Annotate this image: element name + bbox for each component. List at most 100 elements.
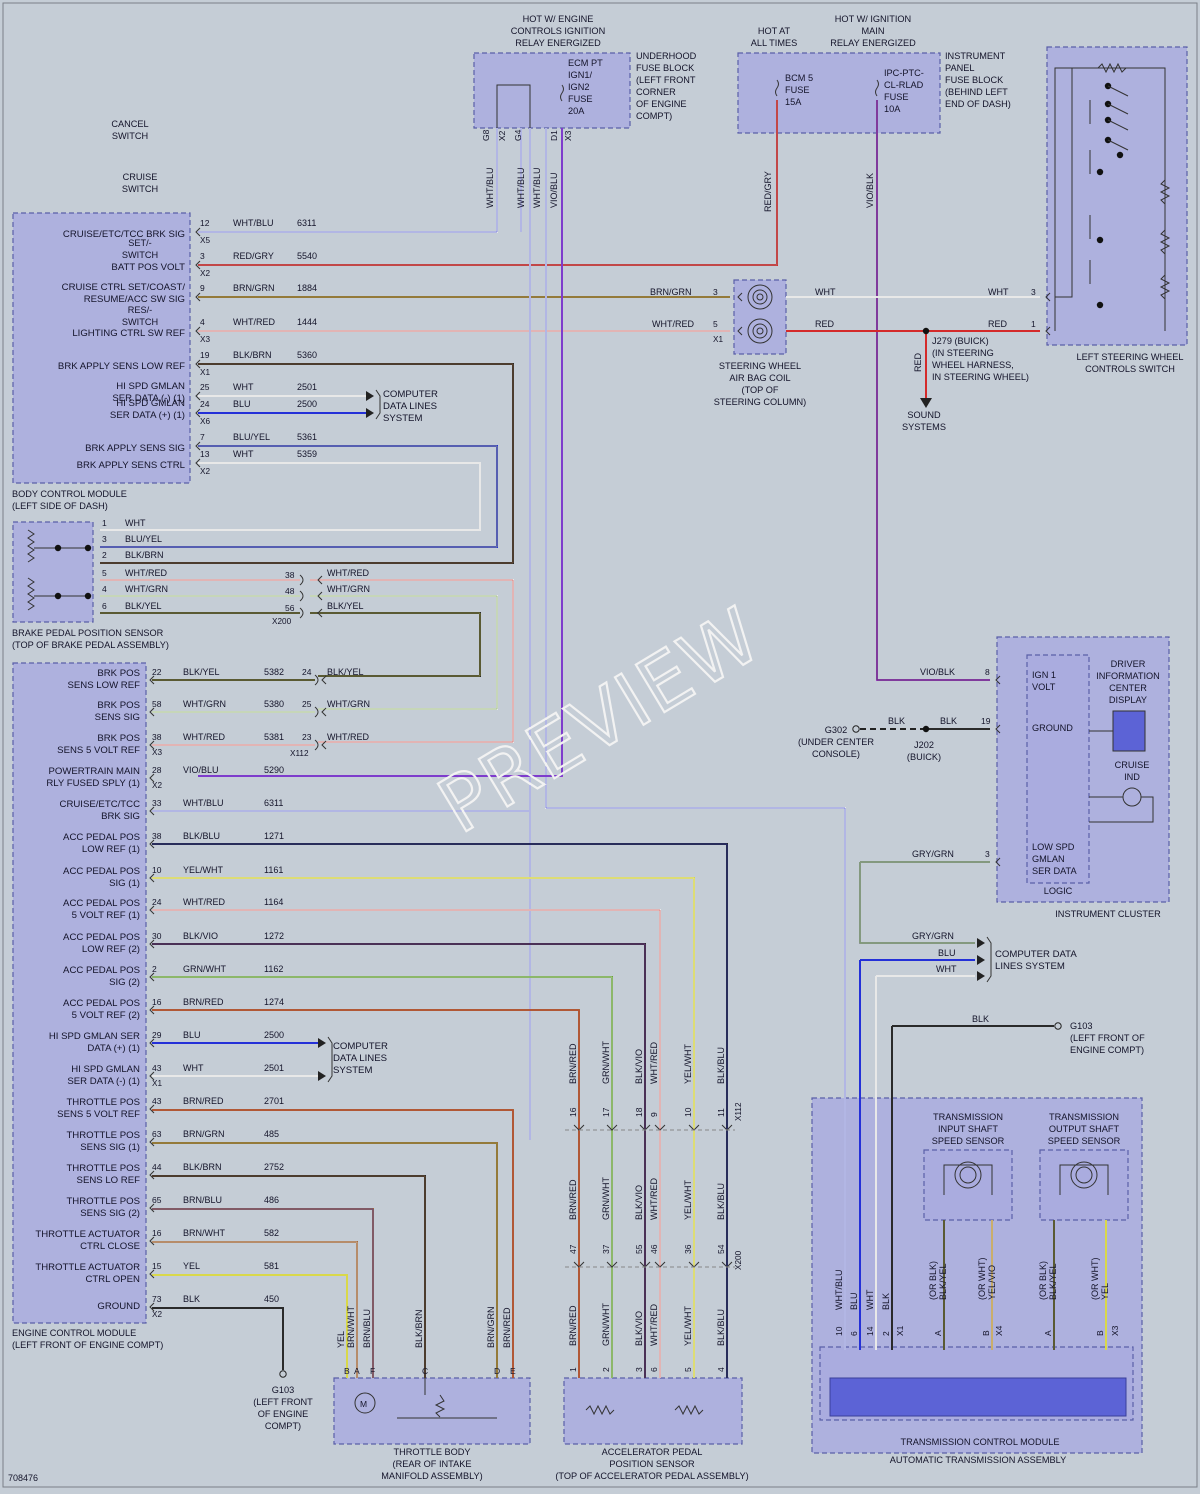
ecm-pin-number: 38 <box>152 732 162 742</box>
switch-label: CANCEL <box>111 119 148 129</box>
ecm-pin-number: 33 <box>152 798 162 808</box>
bcm-circuit: 2500 <box>297 399 317 409</box>
bcm-pin-number: 12 <box>200 218 210 228</box>
wire-tb-2 <box>152 1208 374 1378</box>
tb-wire-label: BLK/BRN <box>414 1309 424 1348</box>
ipf-title: INSTRUMENT <box>945 51 1006 61</box>
bcm-connector: X5 <box>200 236 210 245</box>
ecm-pin-number: 73 <box>152 1294 162 1304</box>
apps-wire-label: YEL/WHT <box>683 1305 693 1346</box>
ubf-wire-label: WHT/BLU <box>532 168 542 209</box>
wire-tb-4 <box>152 1142 498 1378</box>
tb-pin: A <box>354 1366 360 1376</box>
ecm-wire-color: VIO/BLU <box>183 765 219 775</box>
wire-ground-ecm <box>152 1307 284 1370</box>
coil-pin: 3 <box>713 287 718 297</box>
wire-6311-bcm-tracer <box>198 150 498 233</box>
wire-apps-0 <box>152 843 728 1378</box>
iss-title: INPUT SHAFT <box>938 1124 998 1134</box>
apps-inline-pin: 55 <box>634 1244 644 1254</box>
bcm-wire-color: BLU/YEL <box>233 432 270 442</box>
switch-label: SET/- <box>128 238 151 248</box>
ecm-pin-number: 24 <box>152 897 162 907</box>
ecm-wire-color: WHT/RED <box>183 732 225 742</box>
wire-tb-1 <box>152 1241 358 1378</box>
ecm-chevron <box>149 1236 155 1246</box>
tcm-cdl-color: WHT <box>936 964 957 974</box>
coil-icon <box>752 289 768 305</box>
coil-pin: 5 <box>713 319 718 329</box>
apps-inline-pin: 46 <box>649 1244 659 1254</box>
g103-bot-label: OF ENGINE <box>258 1409 309 1419</box>
resistor-icon <box>1159 229 1171 255</box>
tcm-wire-label: BLK/YEL <box>938 1263 948 1300</box>
x112-cup <box>314 674 319 686</box>
sw-chevron <box>1045 326 1051 336</box>
wire-apps-2-tracer <box>152 909 661 1378</box>
coil-title: AIR BAG COIL <box>729 373 790 383</box>
tcm-pin: A <box>1043 1330 1053 1336</box>
x200-label: X200 <box>734 1250 743 1270</box>
bcm-connector: X2 <box>200 467 210 476</box>
j279-splice <box>922 327 930 335</box>
bcm-circuit: 1884 <box>297 283 317 293</box>
apps-wire-label: BLK/BLU <box>716 1047 726 1084</box>
ipf-wire-label: RED/GRY <box>763 171 773 212</box>
apps-inline-pin: 16 <box>568 1107 578 1117</box>
bcm-pin-number: 9 <box>200 283 205 293</box>
bcm-title: BODY CONTROL MODULE <box>12 489 127 499</box>
potentiometer-icon <box>27 577 35 611</box>
tb-pin: D <box>494 1366 500 1376</box>
bpps-inline-pin: 48 <box>285 586 295 596</box>
lamp-circuit <box>1089 796 1154 823</box>
apps-resistor-icon <box>585 1404 615 1416</box>
ipf-fuse1: 15A <box>785 97 802 107</box>
wire-5359-base <box>100 462 481 531</box>
preview-watermark: PREVIEW <box>423 590 776 851</box>
resistor-icon <box>1159 274 1171 300</box>
instrument-cluster-logic <box>1026 654 1090 884</box>
ecm-circuit: 1162 <box>264 964 283 974</box>
swc-title: CONTROLS SWITCH <box>1085 364 1175 374</box>
ecm-chevron <box>149 740 155 750</box>
wire-5381-b-tracer <box>310 579 514 743</box>
coil-title: STEERING WHEEL <box>719 361 801 371</box>
tcm-conn: X4 <box>994 1325 1004 1336</box>
tcm-wire-label: (OR WHT) <box>1090 1258 1100 1301</box>
wire-apps-1-tracer <box>152 877 695 1378</box>
ecm-chevron <box>149 1071 155 1081</box>
j279-label: (IN STEERING <box>932 348 994 358</box>
tcm-conn: X3 <box>1110 1325 1120 1336</box>
tcm-wire-label: WHT <box>865 1289 875 1310</box>
inline-chevron <box>606 1261 618 1268</box>
ecm-pin-label: HI SPD GMLAN SER <box>49 1031 140 1042</box>
wire-apps-2 <box>152 909 661 1378</box>
apps-pin: 1 <box>568 1367 578 1372</box>
bcm-pin-number: 7 <box>200 432 205 442</box>
switch-label: CRUISE <box>123 172 158 182</box>
wire-ground-ecm-base <box>152 1307 284 1370</box>
tb-wire-label: BRN/BLU <box>362 1309 372 1348</box>
ecm-pin-label: LOW REF (2) <box>82 944 140 955</box>
sensor-dot <box>84 592 92 600</box>
ecm-pin-number: 2 <box>152 964 157 974</box>
underhood-fuse-block <box>473 52 631 129</box>
sw-chevron <box>1045 292 1051 302</box>
ipc-ign: IGN 1 <box>1032 670 1056 680</box>
ecm-pin-label: SIG (1) <box>109 878 140 889</box>
ecm-wire-color: BLK/VIO <box>183 931 218 941</box>
bpps-inline-color: BLK/YEL <box>327 601 364 611</box>
cdl-arrow <box>977 938 985 948</box>
ecm-connector: X3 <box>152 748 162 757</box>
ubf-pin: X3 <box>563 130 573 141</box>
tcm-pin: 6 <box>849 1331 859 1336</box>
ecm-title: ENGINE CONTROL MODULE <box>12 1328 136 1338</box>
ecm-pin-label: RLY FUSED SPLY (1) <box>46 778 140 789</box>
j279-label: J279 (BUICK) <box>932 336 989 346</box>
cdl-arrow <box>318 1038 326 1048</box>
ecm-pin-label: CTRL CLOSE <box>80 1241 140 1252</box>
ubf-title: FUSE BLOCK <box>636 63 695 73</box>
ecm-wire-color: BLK/BRN <box>183 1162 222 1172</box>
ubf-wire-label: WHT/BLU <box>485 168 495 209</box>
bcm-wire-color: RED/GRY <box>233 251 274 261</box>
